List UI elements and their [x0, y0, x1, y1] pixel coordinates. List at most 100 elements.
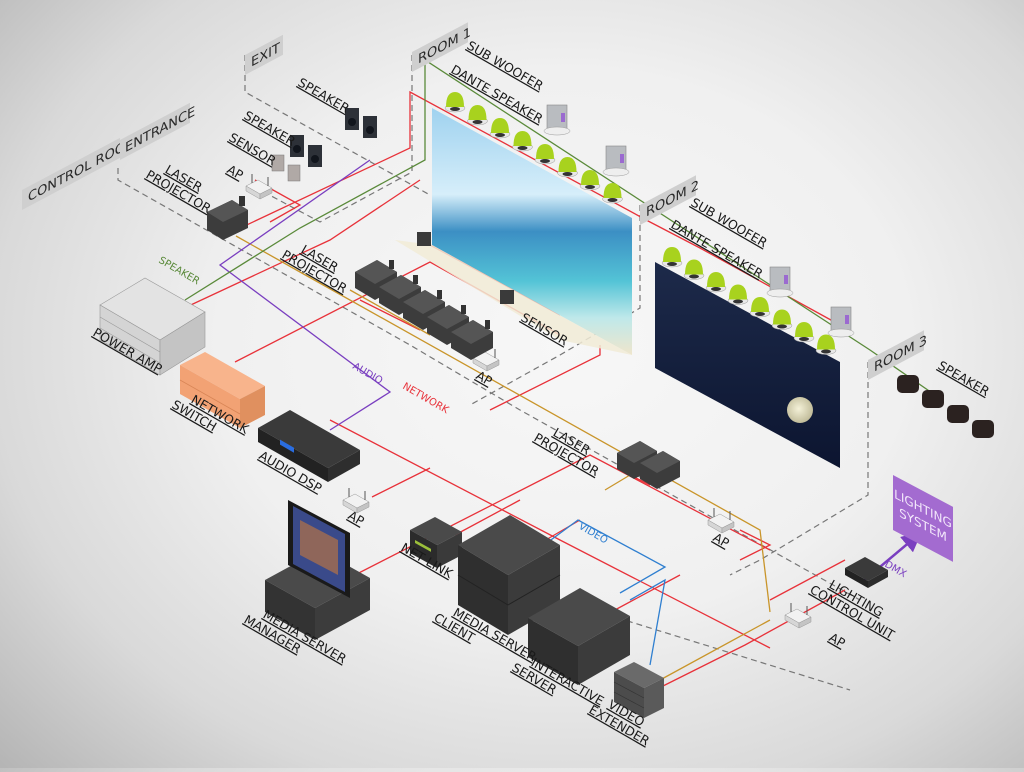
sensors-entrance	[271, 154, 301, 182]
svg-text:ENTRANCE: ENTRANCE	[125, 104, 195, 156]
dante-speaker-room2-1	[661, 247, 683, 268]
label-ap-room3-line-1: AP	[827, 630, 849, 651]
dante-speaker-room1-1	[444, 92, 466, 113]
laser-projectors-room2	[617, 441, 680, 489]
network-line-projectors-a	[359, 299, 421, 331]
room-tag-exit: EXIT	[245, 34, 283, 75]
cable-label-network: NETWORK	[401, 381, 451, 416]
label-ap-room1-line-1: AP	[474, 368, 496, 389]
audio-cables	[218, 159, 392, 431]
dante-speaker-room2-3	[705, 272, 727, 293]
speaker-room3-3	[947, 405, 969, 423]
dante-speaker-room1-7	[579, 170, 601, 191]
dante-speaker-room2-4	[727, 284, 749, 305]
video-extender	[613, 662, 664, 718]
control-line-projectors	[349, 289, 431, 336]
network-line-ap-control	[371, 467, 431, 498]
speakers-room3	[897, 375, 994, 438]
video-cables	[539, 519, 667, 666]
network-line-netlink	[454, 499, 521, 536]
network-cables	[179, 90, 846, 691]
label-ap-room2-line-1: AP	[711, 530, 733, 551]
dante-speaker-room1-8	[602, 183, 623, 204]
dante-speakers-room2	[661, 247, 837, 355]
dante-speaker-room1-6	[557, 157, 578, 178]
network-line-extender	[654, 589, 846, 691]
label-ap-control: AP	[346, 508, 368, 529]
dante-speaker-room1-2	[467, 105, 488, 126]
lighting-control-unit	[845, 557, 888, 588]
dante-speaker-room2-7	[793, 322, 815, 343]
label-ap-entrance-line-1: AP	[225, 162, 247, 183]
laser-projector-entrance	[207, 196, 248, 240]
speaker-room3-4	[972, 420, 994, 438]
laser-projector-room1-5	[451, 320, 493, 360]
media-server-manager	[265, 500, 370, 640]
control-line-main	[235, 235, 771, 613]
label-ap-entrance: AP	[225, 162, 247, 183]
network-line-sensor-room1	[489, 345, 601, 411]
speakers-exit	[345, 108, 377, 138]
dante-speaker-room2-2	[683, 259, 705, 280]
network-switch	[179, 352, 265, 428]
power-amp	[99, 277, 206, 376]
subwoofer-room1-b	[602, 145, 630, 177]
ap-room3-device	[784, 603, 812, 629]
subwoofer-room2-b	[827, 306, 855, 338]
network-line-lighting	[769, 559, 846, 601]
video-line-client	[539, 519, 667, 594]
boundary-room1	[259, 55, 413, 223]
label-speaker-room3: SPEAKER	[936, 358, 993, 399]
ap-control-device	[342, 488, 370, 514]
label-ap-room3: AP	[827, 630, 849, 651]
audio-line	[218, 159, 392, 431]
network-line-dante	[235, 90, 841, 326]
boundary-room3	[729, 362, 869, 576]
speaker-room3-1	[897, 375, 919, 393]
room-tag-room2: ROOM 2	[640, 175, 699, 225]
night-display-room2	[655, 262, 840, 468]
svg-text:CONTROL ROOM: CONTROL ROOM	[28, 133, 136, 206]
audio-dsp	[258, 410, 360, 482]
control-cables	[235, 235, 771, 681]
cables	[179, 58, 936, 691]
label-ap-control-line-1: AP	[346, 508, 368, 529]
control-line-room2-projectors	[604, 474, 631, 491]
label-ap-room2: AP	[711, 530, 733, 551]
moon-image	[787, 397, 813, 423]
dante-speaker-room1-3	[489, 118, 511, 139]
dante-speaker-room1-4	[512, 131, 533, 152]
dante-speaker-room2-6	[771, 309, 793, 330]
network-line-poweramp	[179, 179, 421, 311]
cable-label-speaker: SPEAKER	[157, 255, 202, 287]
room-tag-entrance: ENTRANCE	[120, 102, 195, 160]
network-line-dsp	[329, 419, 771, 649]
subwoofer-room2-a	[766, 266, 794, 298]
label-speaker-exit-line-1: SPEAKER	[296, 75, 353, 116]
ap-entrance-device	[245, 174, 273, 200]
control-line-extender	[659, 619, 771, 681]
dante-speaker-room2-8	[815, 334, 837, 355]
laser-projectors-room1	[355, 260, 493, 360]
speakers-entrance	[290, 135, 322, 167]
interactive-server	[528, 588, 630, 685]
label-speaker-room3-line-1: SPEAKER	[936, 358, 993, 399]
speaker-room3-2	[922, 390, 944, 408]
room-tag-control-room: CONTROL ROOM	[22, 133, 136, 210]
dante-speakers-room1	[444, 92, 623, 204]
boundary-room2	[469, 205, 641, 406]
dante-speaker-room2-5	[749, 297, 771, 318]
cable-label-video: VIDEO	[577, 521, 610, 546]
video-line-extender	[629, 578, 666, 666]
ap-room2-device	[707, 508, 735, 534]
sensors-room1	[417, 232, 514, 304]
net-link	[410, 517, 462, 568]
subwoofer-room1-a	[543, 104, 571, 136]
cable-label-audio: AUDIO	[351, 361, 385, 387]
network-line-ap-room2	[739, 529, 772, 561]
